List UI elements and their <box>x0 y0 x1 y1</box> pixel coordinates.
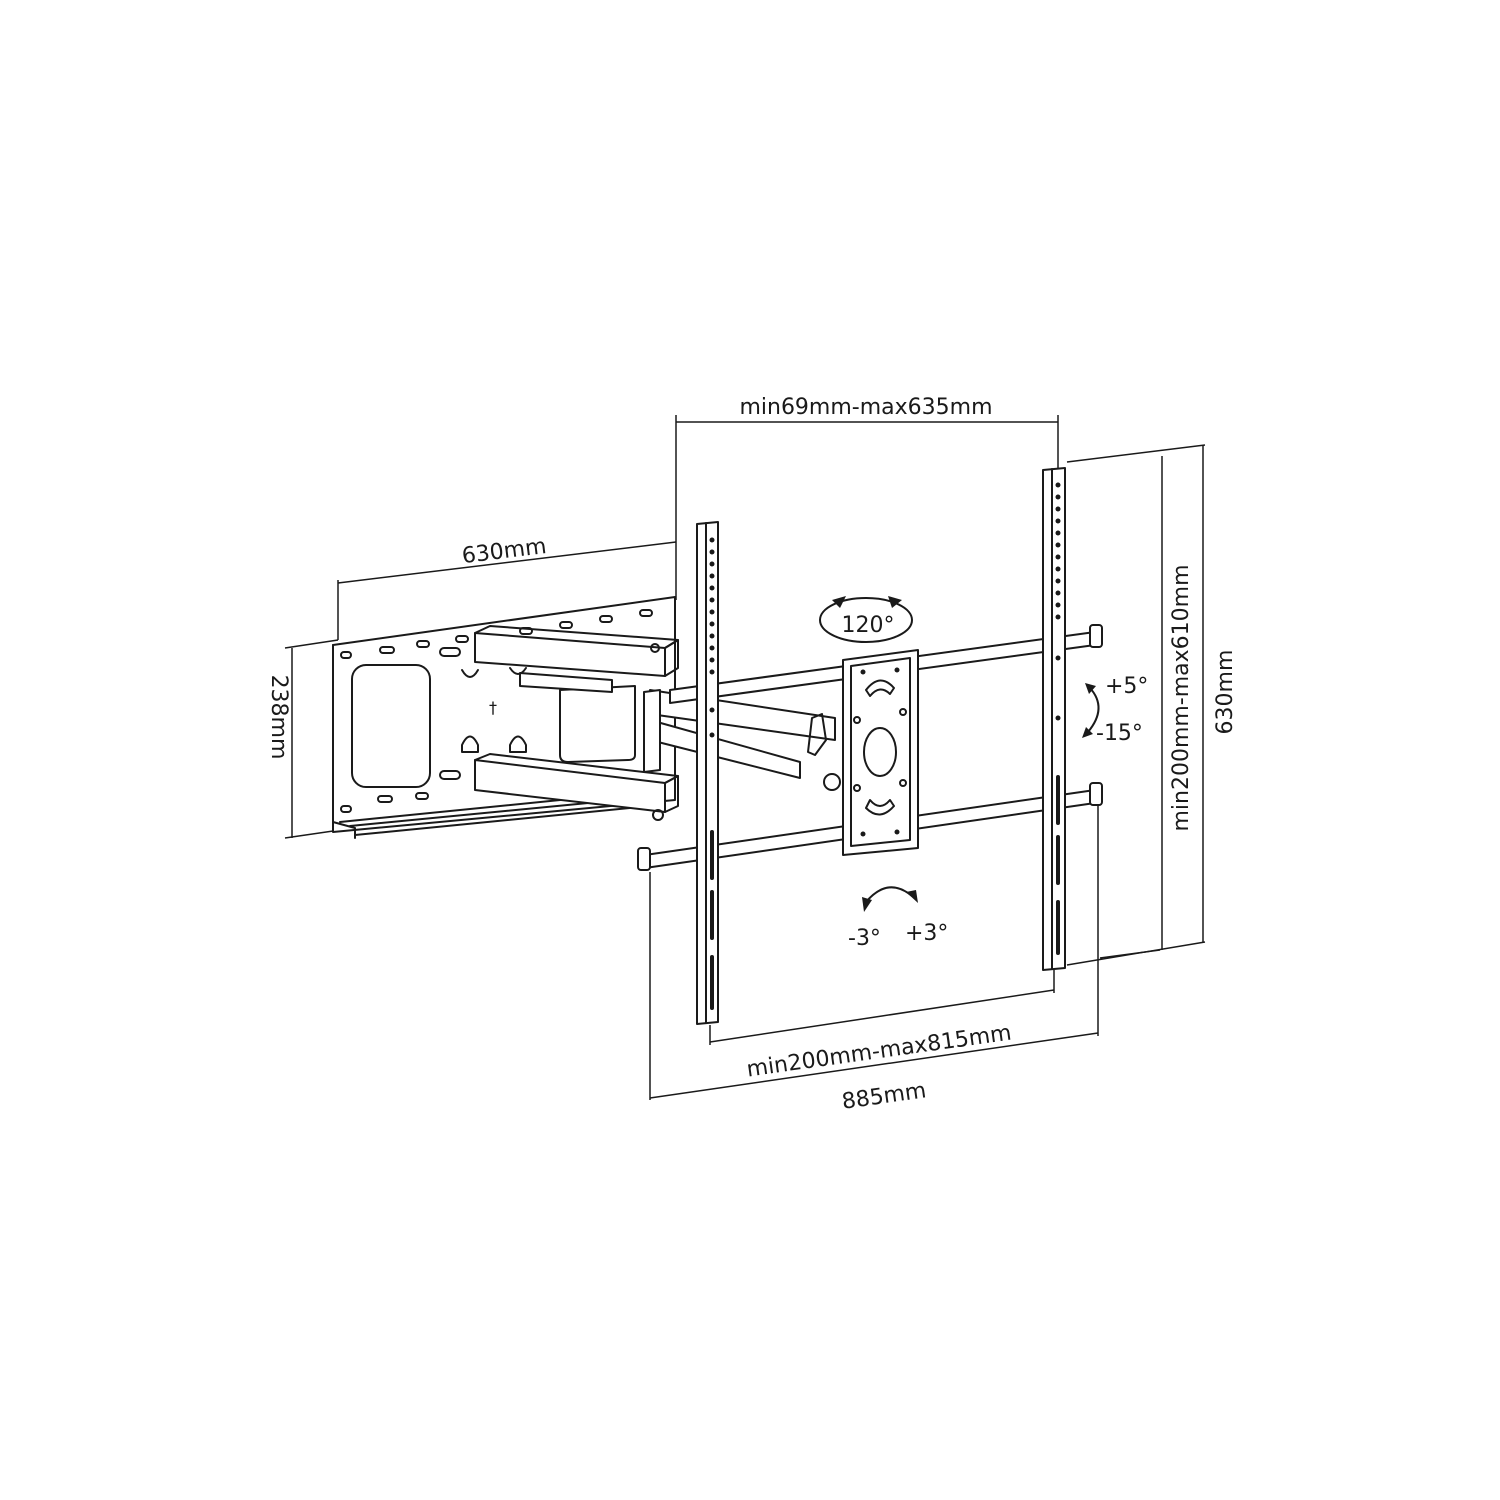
right-bracket-holes <box>1055 482 1061 955</box>
label-vertical-total: 630mm <box>1213 650 1238 735</box>
keyhole-icon: † <box>489 698 497 717</box>
upper-rail-end-cap <box>1089 624 1103 648</box>
lower-rail-left-cap <box>637 847 651 871</box>
label-wall-plate-height: 238mm <box>266 675 291 760</box>
upper-arm <box>474 625 679 693</box>
center-tilt-plate <box>842 649 919 856</box>
lower-arm <box>474 753 679 821</box>
label-tilt-up: +5° <box>1105 674 1148 699</box>
dimension-vertical: min200mm-max610mm 630mm <box>1066 444 1238 966</box>
dimension-top-extension: min69mm-max635mm <box>675 395 1059 600</box>
left-bracket-holes <box>709 537 715 1010</box>
tilt-indicator: +5° -15° <box>1082 674 1148 746</box>
swivel-arrow-right-icon <box>888 596 902 608</box>
label-swivel: 120° <box>842 613 895 638</box>
rotate-arrow-left-icon <box>862 897 872 912</box>
right-vesa-bracket <box>1042 467 1066 971</box>
rotate-arrow-right-icon <box>906 890 918 903</box>
label-arm-length: 630mm <box>461 534 548 569</box>
label-top-extension: min69mm-max635mm <box>739 395 992 420</box>
tilt-arrow-up-icon <box>1085 683 1096 694</box>
label-horizontal-total: 885mm <box>840 1078 928 1115</box>
rotation-indicator: -3° +3° <box>848 886 948 951</box>
left-vesa-bracket <box>696 521 719 1025</box>
swivel-indicator: 120° <box>819 596 913 643</box>
dimension-wall-plate-height: 238mm <box>266 639 341 839</box>
tilt-arrow-down-icon <box>1082 727 1093 738</box>
lower-rail-end-cap <box>1089 782 1103 806</box>
label-rotate-right: +3° <box>905 921 948 946</box>
slot-holes <box>340 609 653 813</box>
swivel-arrow-left-icon <box>832 596 846 608</box>
label-tilt-down: -15° <box>1096 721 1143 746</box>
label-rotate-left: -3° <box>848 926 881 951</box>
label-vertical-vesa: min200mm-max610mm <box>1169 564 1194 831</box>
